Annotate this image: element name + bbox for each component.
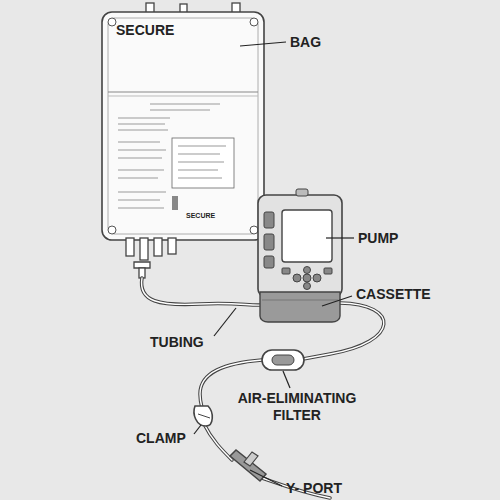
pump-body <box>258 189 342 297</box>
part-label: Y- PORT <box>286 480 342 497</box>
bag-outline <box>102 12 264 240</box>
y-port <box>230 450 266 481</box>
clamp <box>194 406 212 426</box>
part-label: BAG <box>290 34 321 51</box>
air-eliminating-filter <box>262 350 304 370</box>
brand-text: SECURE <box>116 22 174 39</box>
part-label: TUBING <box>150 334 204 351</box>
cassette <box>260 292 340 322</box>
brand-text: SECURE <box>186 212 215 220</box>
tubing <box>142 278 384 498</box>
part-label: CASSETTE <box>356 286 431 303</box>
part-label: AIR-ELIMINATING FILTER <box>222 390 372 424</box>
part-label: CLAMP <box>136 430 186 447</box>
part-label: PUMP <box>358 230 398 247</box>
bag-bottom-ports <box>126 238 176 278</box>
